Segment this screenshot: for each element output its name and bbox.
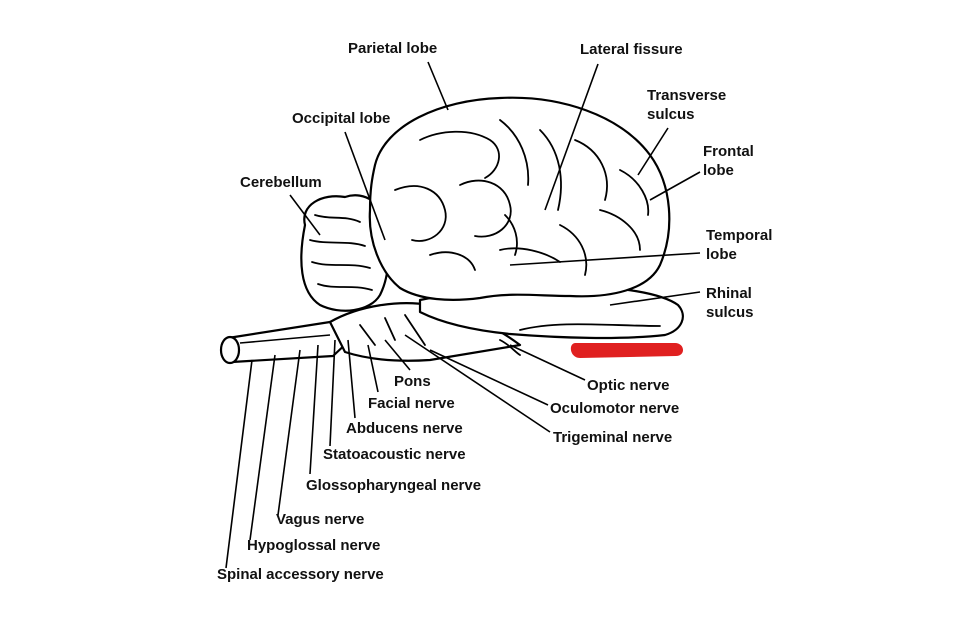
label-optic-nerve: Optic nerve [587,377,670,394]
label-hypoglossal-nerve: Hypoglossal nerve [247,537,380,554]
label-transverse-sulcus-line1: Transverse [647,87,726,104]
spinal-cord-end [219,335,241,365]
label-occipital-lobe: Occipital lobe [292,110,390,127]
label-pons: Pons [394,373,431,390]
label-transverse-sulcus-line2: sulcus [647,106,695,123]
leader-lines [225,61,701,569]
label-rhinal-sulcus-line2: sulcus [706,304,754,321]
label-statoacoustic-nerve: Statoacoustic nerve [323,446,466,463]
label-oculomotor-nerve: Oculomotor nerve [550,400,679,417]
label-facial-nerve: Facial nerve [368,395,455,412]
label-lateral-fissure: Lateral fissure [580,41,683,58]
labels: Parietal lobe Lateral fissure Transverse… [217,40,772,583]
label-spinal-accessory-nerve: Spinal accessory nerve [217,566,384,583]
label-frontal-lobe-line1: Frontal [703,143,754,160]
label-parietal-lobe: Parietal lobe [348,40,437,57]
label-cerebellum: Cerebellum [240,174,322,191]
red-redaction-mark [570,343,684,358]
label-frontal-lobe-line2: lobe [703,162,734,179]
label-rhinal-sulcus-line1: Rhinal [706,285,752,302]
label-vagus-nerve: Vagus nerve [276,511,364,528]
brain-illustration [219,96,684,365]
cerebrum [368,96,671,301]
label-temporal-lobe-line2: lobe [706,246,737,263]
label-temporal-lobe-line1: Temporal [706,227,772,244]
label-abducens-nerve: Abducens nerve [346,420,463,437]
label-trigeminal-nerve: Trigeminal nerve [553,429,672,446]
label-glossopharyngeal-nerve: Glossopharyngeal nerve [306,477,481,494]
